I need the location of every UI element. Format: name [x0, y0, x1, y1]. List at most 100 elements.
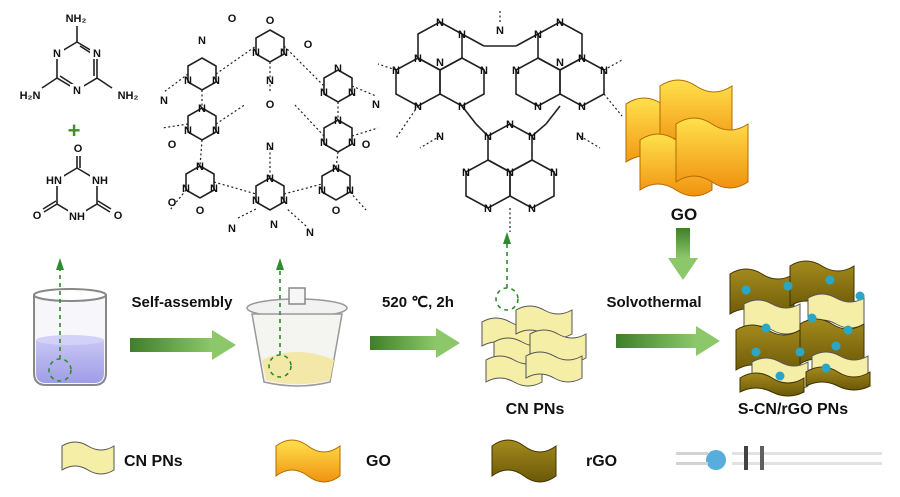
- legend-label: rGO: [586, 453, 617, 470]
- svg-text:N: N: [334, 115, 342, 127]
- svg-text:N: N: [212, 75, 220, 87]
- self-assembly-arrow: [130, 330, 236, 360]
- svg-text:N: N: [198, 35, 206, 47]
- go-label: GO: [671, 205, 697, 224]
- svg-text:N: N: [578, 53, 586, 65]
- svg-text:N: N: [436, 17, 444, 29]
- svg-text:N: N: [252, 195, 260, 207]
- step-calcination-label: 520 ℃, 2h: [382, 294, 454, 311]
- svg-text:N: N: [414, 101, 422, 113]
- svg-text:N: N: [484, 131, 492, 143]
- beaker-precursor: [33, 258, 107, 386]
- atom-label: NH: [92, 175, 108, 187]
- legend-item-rgo: rGO: [491, 439, 617, 483]
- heptazine-structure: N N N N N N N N N N N N N N N N N N N N …: [377, 10, 623, 232]
- legend: CN PNs GO rGO: [61, 439, 617, 483]
- svg-text:N: N: [212, 125, 220, 137]
- atom-label: H₂N: [20, 90, 41, 102]
- svg-text:N: N: [462, 167, 470, 179]
- svg-text:N: N: [414, 53, 422, 65]
- svg-text:N: N: [506, 119, 514, 131]
- svg-text:N: N: [318, 185, 326, 197]
- atom-label: O: [33, 210, 42, 222]
- svg-text:N: N: [228, 223, 236, 235]
- atom-label: NH₂: [118, 90, 139, 102]
- svg-text:O: O: [168, 139, 177, 151]
- legend-item-cn: CN PNs: [61, 441, 183, 475]
- svg-text:N: N: [528, 131, 536, 143]
- svg-text:N: N: [528, 203, 536, 215]
- svg-text:O: O: [266, 15, 275, 27]
- svg-text:N: N: [578, 101, 586, 113]
- svg-text:O: O: [332, 205, 341, 217]
- svg-text:N: N: [198, 103, 206, 115]
- step-self-assembly-label: Self-assembly: [132, 294, 234, 311]
- svg-text:N: N: [280, 195, 288, 207]
- svg-text:N: N: [534, 29, 542, 41]
- svg-text:N: N: [458, 101, 466, 113]
- atom-label: N: [53, 48, 61, 60]
- atom-label: O: [74, 143, 83, 155]
- hydrogen-bonded-network: O O O N N N N N N N N N O N N N N N N N …: [160, 13, 380, 239]
- svg-text:N: N: [556, 57, 564, 69]
- atom-label: N: [93, 48, 101, 60]
- composite-nanosheets: [729, 260, 871, 397]
- svg-text:N: N: [182, 183, 190, 195]
- svg-text:O: O: [196, 205, 205, 217]
- atom-label: NH: [69, 211, 85, 223]
- svg-text:N: N: [334, 63, 342, 75]
- sulfur-dopant-dots: [741, 275, 865, 381]
- crucible-with-precursor: [246, 258, 348, 387]
- svg-text:N: N: [210, 183, 218, 195]
- svg-text:N: N: [550, 167, 558, 179]
- svg-text:N: N: [600, 65, 608, 77]
- plus-sign: +: [68, 118, 81, 143]
- final-product-label: S-CN/rGO PNs: [738, 401, 848, 418]
- melamine-molecule: N N N NH₂ NH₂ H₂N: [20, 13, 139, 102]
- svg-text:N: N: [458, 29, 466, 41]
- go-sheet-stack: [625, 79, 749, 197]
- svg-text:N: N: [252, 47, 260, 59]
- svg-text:N: N: [184, 75, 192, 87]
- step-solvothermal-label: Solvothermal: [606, 294, 701, 311]
- svg-text:N: N: [266, 75, 274, 87]
- atom-label: HN: [46, 175, 62, 187]
- legend-item-go: GO: [275, 439, 391, 483]
- svg-text:N: N: [534, 101, 542, 113]
- svg-text:O: O: [266, 99, 275, 111]
- svg-text:O: O: [304, 39, 313, 51]
- svg-text:N: N: [320, 87, 328, 99]
- svg-text:N: N: [184, 125, 192, 137]
- svg-text:N: N: [348, 87, 356, 99]
- svg-text:N: N: [266, 141, 274, 153]
- svg-text:N: N: [346, 185, 354, 197]
- svg-text:N: N: [306, 227, 314, 239]
- atom-label: N: [73, 85, 81, 97]
- cn-pns-product-label: CN PNs: [506, 401, 565, 418]
- svg-text:N: N: [556, 17, 564, 29]
- svg-text:N: N: [392, 65, 400, 77]
- svg-text:N: N: [480, 65, 488, 77]
- go-down-arrow: [668, 228, 698, 280]
- svg-text:N: N: [506, 167, 514, 179]
- svg-text:N: N: [196, 161, 204, 173]
- svg-text:O: O: [228, 13, 237, 25]
- watermark-graphic: [676, 446, 882, 470]
- legend-label: GO: [366, 453, 391, 470]
- svg-text:N: N: [270, 219, 278, 231]
- svg-text:O: O: [168, 197, 177, 209]
- svg-text:N: N: [436, 131, 444, 143]
- svg-text:N: N: [436, 57, 444, 69]
- solvothermal-arrow: [616, 326, 720, 356]
- cn-nanosheet-stack: [481, 232, 587, 387]
- network-atom-labels: O O O N N N N N N N N N O N N N N N N N …: [160, 13, 380, 239]
- cyanuric-acid-molecule: O NH HN NH O O: [33, 143, 123, 223]
- atom-label: O: [114, 210, 123, 222]
- heptazine-atom-labels: N N N N N N N N N N N N N N N N N N N N …: [392, 17, 608, 215]
- legend-label: CN PNs: [124, 453, 183, 470]
- svg-text:O: O: [362, 139, 371, 151]
- svg-text:N: N: [372, 99, 380, 111]
- svg-text:N: N: [266, 173, 274, 185]
